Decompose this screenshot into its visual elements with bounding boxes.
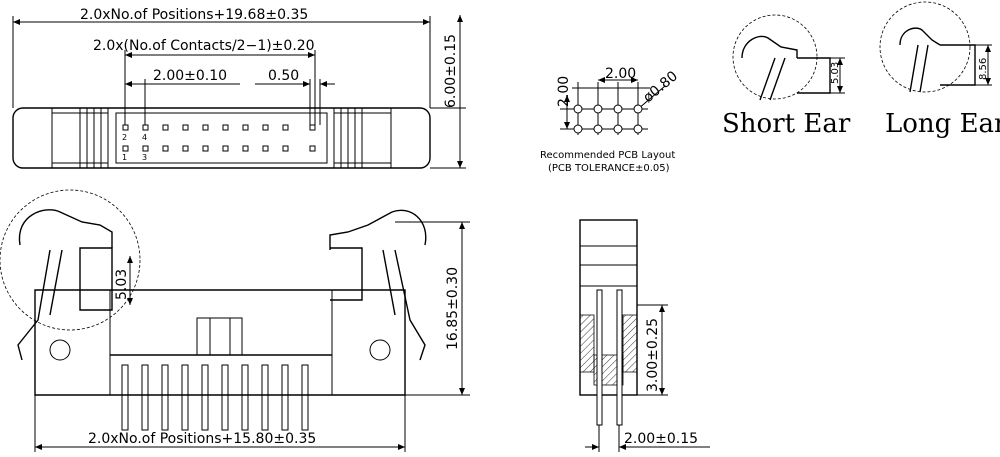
long-ear-label: Long Ear bbox=[885, 109, 1000, 139]
pcb-layout: 2.00 2.00 ø0.80 Recommended PCB Layout (… bbox=[540, 66, 681, 174]
long-ear-dim: 8.56 bbox=[978, 58, 989, 80]
long-ear-detail: 8.56 Long Ear bbox=[879, 1, 1000, 139]
pcb-holes bbox=[573, 104, 643, 134]
front-bottom-length: 2.0xNo.of Positions+15.80±0.35 bbox=[88, 431, 316, 447]
pcb-pitch-v: 2.00 bbox=[556, 76, 572, 107]
left-latch bbox=[52, 108, 109, 168]
side-pitch-label: 2.00±0.15 bbox=[624, 431, 698, 447]
pcb-pitch-h: 2.00 bbox=[605, 66, 636, 82]
pin-label-2: 2 bbox=[122, 133, 127, 142]
short-ear-label: Short Ear bbox=[722, 109, 851, 139]
short-ear-dim: 5.03 bbox=[830, 62, 841, 84]
pcb-hole-dia: ø0.80 bbox=[640, 68, 681, 106]
pin-label-1: 1 bbox=[122, 153, 127, 162]
pin-size-label: 0.50 bbox=[268, 68, 299, 84]
side-tail-length: 3.00±0.25 bbox=[645, 318, 661, 392]
pin-label-3: 3 bbox=[142, 153, 147, 162]
pitch-label: 2.00±0.10 bbox=[153, 68, 227, 84]
front-height-label: 16.85±0.30 bbox=[445, 267, 461, 350]
height-label: 6.00±0.15 bbox=[443, 34, 459, 108]
right-latch bbox=[333, 108, 391, 168]
overall-length-label: 2.0xNo.of Positions+19.68±0.35 bbox=[80, 7, 308, 23]
contact-span-label: 2.0x(No.of Contacts/2−1)±0.20 bbox=[93, 38, 315, 54]
front-view: 5.03 16.85±0.30 2.0xNo.of Positions+15.8… bbox=[0, 189, 470, 452]
front-ear-dim: 5.03 bbox=[114, 269, 130, 300]
pin-label-4: 4 bbox=[142, 133, 147, 142]
pin-grid bbox=[122, 124, 316, 152]
pcb-caption: Recommended PCB Layout bbox=[540, 150, 675, 161]
front-pins bbox=[121, 364, 309, 431]
pcb-tolerance: (PCB TOLERANCE±0.05) bbox=[548, 163, 670, 174]
side-view: 3.00±0.25 2.00±0.15 bbox=[579, 219, 710, 452]
short-ear-detail: 5.03 Short Ear bbox=[722, 14, 851, 139]
top-view: 2.0xNo.of Positions+19.68±0.35 2.0x(No.o… bbox=[12, 7, 466, 169]
